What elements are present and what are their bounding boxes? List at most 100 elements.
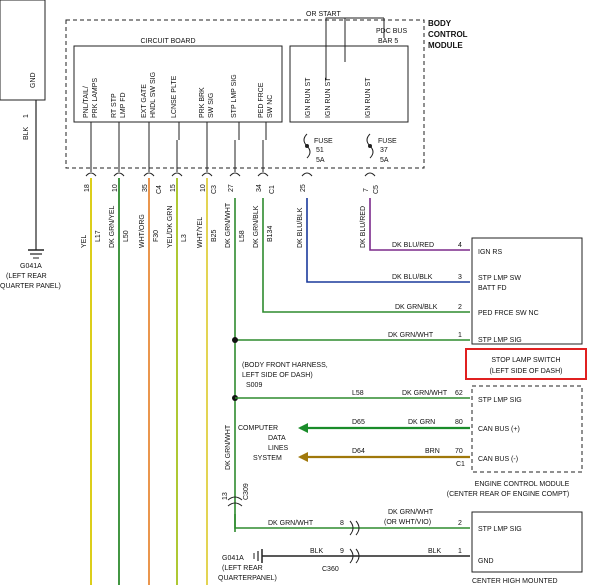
splice-vertical-wire: DK GRN/WHT: [225, 424, 232, 470]
c309-pin: 13: [222, 492, 229, 500]
wire-pin-7: 25: [300, 184, 307, 192]
chmsl-pin8-number: 8: [340, 520, 344, 527]
switch-pin4-number: 4: [458, 242, 462, 249]
wire-pin-5: 27: [228, 184, 235, 192]
bcm-pin-label-5-0: STP LMP SIG: [231, 74, 238, 118]
chmsl-pin8-wire-left: DK GRN/WHT: [268, 520, 314, 527]
c309-id: C309: [243, 483, 250, 500]
chmsl-pin8-label: STP LMP SIG: [478, 526, 522, 533]
wire-arc-3: [171, 172, 183, 177]
splice-s009: (BODY FRONT HARNESS, LEFT SIDE OF DASH) …: [225, 198, 328, 532]
wire-color-2: WHT/ORG: [139, 214, 146, 248]
fuse-51-number: 51: [316, 147, 324, 154]
ecm-pin62-wire: DK GRN/WHT: [402, 390, 448, 397]
ecm-pin70-wire: BRN: [425, 448, 440, 455]
switch-pin2-number: 2: [458, 304, 462, 311]
left-ground-circuit: GND 1 BLK G041A (LEFT REAR QUARTER PANEL…: [0, 0, 61, 290]
ecm-pin62-circuit: L58: [352, 390, 364, 397]
splice-note-2: LEFT SIDE OF DASH): [242, 372, 313, 379]
wire-color-0: YEL: [81, 235, 88, 248]
pdc-bus-line-2: BAR 5: [378, 38, 398, 45]
engine-control-module: L58 DK GRN/WHT 62 STP LMP SIG D65 DK GRN…: [235, 385, 583, 498]
switch-pin1-number: 1: [458, 332, 462, 339]
chmsl-pin2: 2: [458, 520, 462, 527]
wire-circuit-0: L17: [95, 230, 102, 242]
ecm-pin70-circuit: D64: [352, 448, 365, 455]
chmsl-pin8-wire-right: DK GRN/WHT: [388, 509, 434, 516]
wire-circuit-6: B134: [267, 226, 274, 242]
left-gnd-wire: BLK: [23, 126, 30, 140]
stop-lamp-switch: DK BLU/RED 4 IGN RS DK BLU/BLK 3 STP LMP…: [235, 198, 587, 380]
wire-circuit-2: F30: [153, 230, 160, 242]
chmsl-pin1: 1: [458, 548, 462, 555]
stop-lamp-switch-highlight: [465, 348, 587, 380]
wire-circuit-4: B25: [211, 229, 218, 242]
switch-pin2-wire: DK GRN/BLK: [395, 304, 438, 311]
bcm-pin-label-1-0: RT STP: [111, 93, 118, 118]
switch-pin3-wire: DK BLU/BLK: [392, 274, 433, 281]
bcm-gnd-label: GND: [30, 72, 37, 88]
wire-arc-0: [85, 172, 97, 177]
wire-color-6: DK GRN/BLK: [253, 205, 260, 248]
wire-pin-6: 34: [256, 184, 263, 192]
switch-pin3-number: 3: [458, 274, 462, 281]
body-control-module: BODY CONTROL MODULE CIRCUIT BOARD OR STA…: [65, 11, 468, 169]
wire-pin-8: 7: [363, 188, 370, 192]
bcm-pin-label-6-1: SW NC: [267, 95, 274, 118]
circuit-board-label: CIRCUIT BOARD: [140, 38, 195, 45]
fuse-37-label: FUSE: [378, 138, 397, 145]
switch-pin3-label-1: STP LMP SW: [478, 275, 521, 282]
bcm-pin-label-0-0: PNL/TAIL/: [83, 86, 90, 118]
data-lines-4: SYSTEM: [253, 455, 282, 462]
chmsl-name: CENTER HIGH MOUNTED: [472, 578, 558, 585]
data-lines-1: COMPUTER: [238, 425, 278, 432]
wire-arc-8: [364, 172, 376, 177]
ecm-name-1: ENGINE CONTROL MODULE: [475, 481, 570, 488]
connector-c1: C1: [269, 185, 276, 194]
wire-color-7: DK BLU/BLK: [297, 207, 304, 248]
pdc-bus-line-1: PDC BUS: [376, 28, 407, 35]
wire-pin-1: 10: [112, 184, 119, 192]
wire-arc-2: [143, 172, 155, 177]
left-gnd-pin: 1: [23, 114, 30, 118]
bcm-pin-label-0-1: PRK LAMPS: [92, 78, 99, 118]
bcm-pin-label-3-0: LCNSE PLTE: [171, 75, 178, 118]
ecm-pin80-wire: DK GRN: [408, 419, 435, 426]
left-gnd-id: G041A: [20, 263, 42, 270]
switch-pin1-wire: DK GRN/WHT: [388, 332, 434, 339]
bcm-connectors: C4 C3 C1 C5: [156, 185, 380, 194]
ecm-pin70-label: CAN BUS (-): [478, 456, 518, 463]
bcm-pin-label-1-1: LMP FD: [120, 92, 127, 118]
connector-c5: C5: [373, 185, 380, 194]
connector-c309: 13 C309: [222, 483, 250, 507]
wire-circuit-3: L3: [181, 234, 188, 242]
bcm-title-line-3: MODULE: [428, 41, 463, 50]
ecm-pin80-label: CAN BUS (+): [478, 426, 520, 433]
bcm-pin-label-2-1: HNDL SW SIG: [150, 72, 157, 118]
fuse-37: FUSE 37 5A: [366, 133, 397, 164]
wire-color-8: DK BLU/RED: [360, 206, 367, 248]
switch-name-line-2: (LEFT SIDE OF DASH): [490, 368, 563, 375]
chmsl-pin9-wire-left: BLK: [310, 548, 324, 555]
chmsl-connector: C360: [322, 566, 339, 573]
wire-pin-2: 35: [142, 184, 149, 192]
wire-arc-6: [257, 172, 269, 177]
data-lines-3: LINES: [268, 445, 289, 452]
chmsl-pin9-wire-right: BLK: [428, 548, 442, 555]
wire-color-5: DK GRN/WHT: [225, 202, 232, 248]
chmsl-pin9-number: 9: [340, 548, 344, 555]
chmsl-ground-id: G041A: [222, 555, 244, 562]
wire-pin-4: 10: [200, 184, 207, 192]
chmsl-pin9-label: GND: [478, 558, 494, 565]
wire-circuit-5: L58: [239, 230, 246, 242]
switch-pin2-label: PED FRCE SW NC: [478, 310, 539, 317]
ecm-pin62-number: 62: [455, 390, 463, 397]
or-start-label: OR START: [306, 11, 341, 18]
ecm-name-2: (CENTER REAR OF ENGINE COMPT): [447, 491, 570, 498]
ecm-pin62-label: STP LMP SIG: [478, 397, 522, 404]
fuse-51-label: FUSE: [314, 138, 333, 145]
wire-color-4: WHT/YEL: [197, 217, 204, 248]
